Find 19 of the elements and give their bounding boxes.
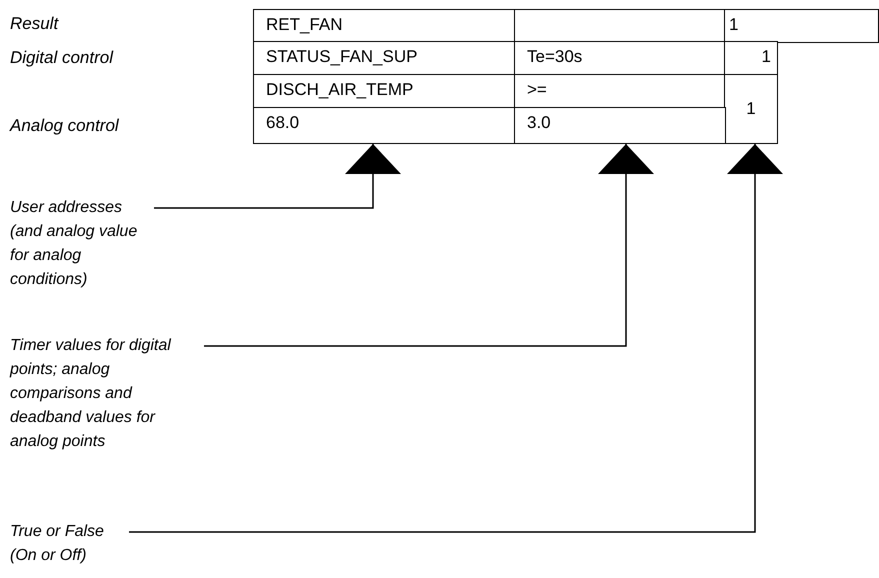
table-cell: 1 (724, 74, 778, 144)
callout-text: True or False (On or Off) (10, 520, 125, 568)
table-cell: 3.0 (514, 107, 726, 144)
table-cell: RET_FAN (253, 9, 516, 43)
table-cell: Te=30s (514, 41, 726, 76)
row-label: Digital control (10, 48, 113, 68)
row-label: Result (10, 14, 58, 34)
leader-line (154, 144, 401, 209)
leader-line (129, 144, 783, 533)
leader-line (204, 144, 654, 347)
table-cell: >= (514, 74, 726, 109)
callout-text: User addresses (and analog value for analog conditions) (10, 196, 150, 292)
row-label: Analog control (10, 116, 119, 136)
table-cell: 1 (724, 9, 879, 43)
table-cell: STATUS_FAN_SUP (253, 41, 516, 76)
table-cell: 68.0 (253, 107, 516, 144)
callout-text: Timer values for digital points; analog comparisons and deadband values for analog points (10, 334, 200, 454)
table-cell: DISCH_AIR_TEMP (253, 74, 516, 109)
table-cell: 1 (724, 41, 778, 76)
